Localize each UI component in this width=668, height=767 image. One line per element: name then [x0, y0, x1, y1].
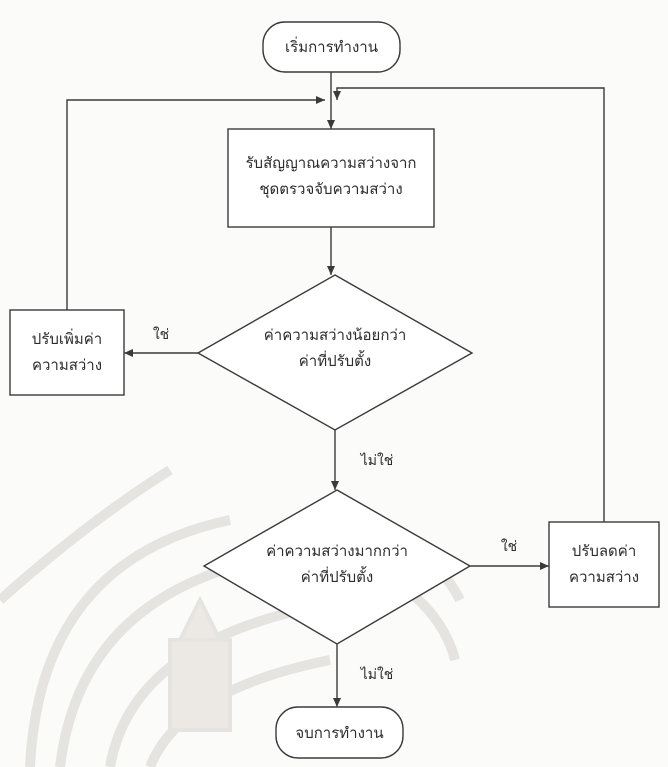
- read-signal-line-2: ชุดตรวจจับความสว่าง: [259, 180, 403, 198]
- no-down-label-1: ไม่ใช่: [360, 453, 394, 469]
- increase-label: ปรับเพิ่มค่า ความสว่าง: [10, 326, 124, 378]
- check-less-line-2: ค่าที่ปรับตั้ง: [298, 352, 372, 370]
- end-terminal: [275, 706, 404, 759]
- read-signal-label: รับสัญญาณความสว่างจาก ชุดตรวจจับความสว่า…: [228, 150, 434, 202]
- check-more-line-1: ค่าความสว่างมากกว่า: [266, 542, 408, 560]
- loop-decrease-to-read: [333, 87, 605, 522]
- decrease-line-1: ปรับลดค่า: [571, 542, 637, 560]
- yes-left-label: ใช่: [152, 327, 170, 343]
- check-more-label: ค่าความสว่างมากกว่า ค่าที่ปรับตั้ง: [237, 538, 437, 590]
- read-signal-line-1: รับสัญญาณความสว่างจาก: [245, 154, 417, 172]
- increase-line-1: ปรับเพิ่มค่า: [31, 330, 103, 348]
- end-label: จบการทำงาน: [295, 724, 384, 742]
- decrease-line-2: ความสว่าง: [568, 568, 640, 586]
- no-down-label-2: ไม่ใช่: [360, 667, 394, 683]
- increase-brightness-process: [9, 309, 125, 396]
- check-less-line-1: ค่าความสว่างน้อยกว่า: [263, 326, 407, 344]
- check-less-label: ค่าความสว่างน้อยกว่า ค่าที่ปรับตั้ง: [235, 322, 435, 374]
- read-signal-process: [227, 128, 435, 228]
- loop-increase-to-read: [66, 96, 325, 310]
- yes-right-label: ใช่: [500, 539, 518, 555]
- check-more-line-2: ค่าที่ปรับตั้ง: [300, 568, 374, 586]
- start-label: เริ่มการทำงาน: [285, 38, 378, 56]
- decrease-label: ปรับลดค่า ความสว่าง: [549, 538, 659, 590]
- increase-line-2: ความสว่าง: [31, 356, 103, 374]
